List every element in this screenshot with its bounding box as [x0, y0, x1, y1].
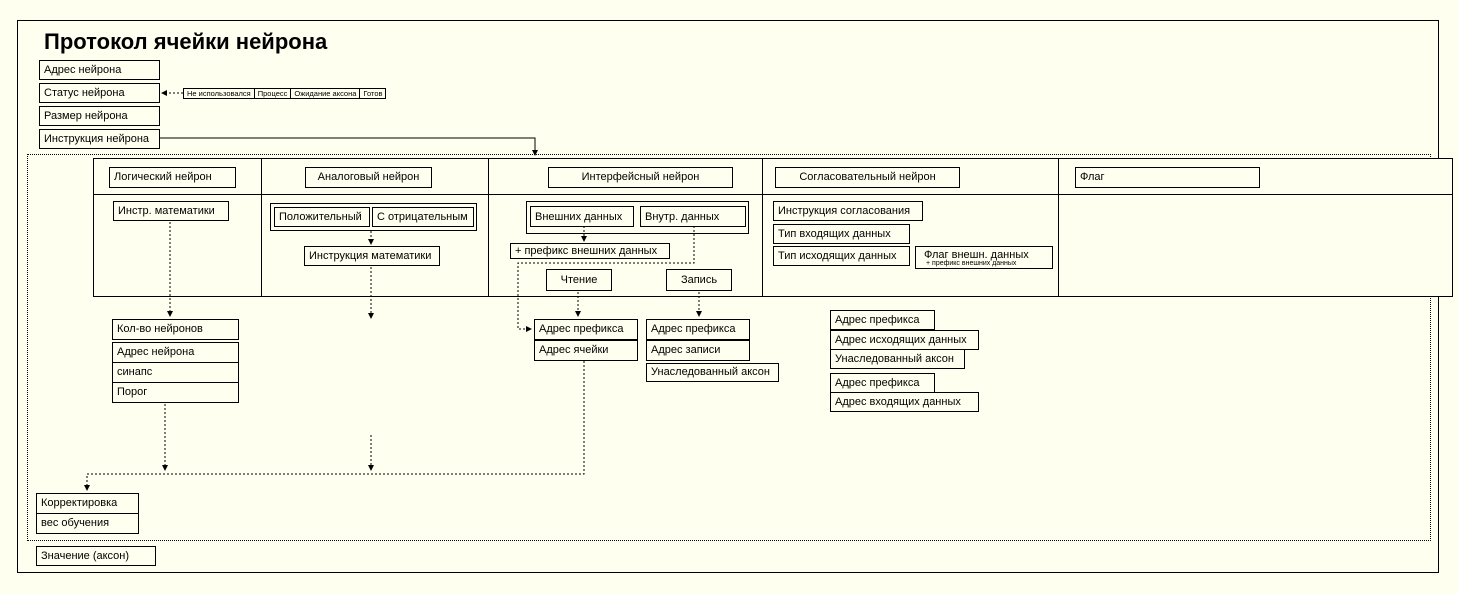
matching-input-type: Тип входящих данных	[773, 224, 910, 244]
matching-out-inherited-axon: Унаследованный аксон	[830, 349, 965, 369]
type-analog: Аналоговый нейрон	[305, 167, 432, 188]
column-divider	[1058, 158, 1059, 296]
instruction-region	[27, 154, 1431, 541]
status-ready: Готов	[363, 89, 383, 98]
column-divider	[488, 158, 489, 296]
logical-neuron-count: Кол-во нейронов	[112, 319, 239, 340]
column-divider	[261, 158, 262, 296]
field-neuron-size: Размер нейрона	[39, 106, 160, 126]
write-record-address: Адрес записи	[646, 340, 750, 361]
field-neuron-address: Адрес нейрона	[39, 60, 160, 80]
analog-negative: С отрицательным	[372, 207, 474, 227]
analog-sign-group: Положительный С отрицательным	[270, 203, 477, 231]
status-unused: Не использовался	[184, 89, 255, 98]
field-neuron-status: Статус нейрона	[39, 83, 160, 103]
logical-threshold: Порог	[112, 382, 239, 403]
interface-read: Чтение	[546, 269, 612, 291]
matching-instruction: Инструкция согласования	[773, 201, 923, 221]
column-divider	[762, 158, 763, 296]
interface-data-group: Внешних данных Внутр. данных	[526, 201, 749, 234]
write-inherited-axon: Унаследованный аксон	[646, 363, 779, 382]
logical-math-instruction: Инстр. математики	[113, 201, 229, 221]
interface-internal-data: Внутр. данных	[640, 206, 746, 227]
type-matching: Согласовательный нейрон	[775, 167, 960, 188]
interface-external-prefix: + префикс внешних данных	[510, 243, 670, 259]
read-cell-address: Адрес ячейки	[534, 340, 638, 361]
analog-math-instruction: Инструкция математики	[304, 246, 440, 266]
matching-out-prefix-address: Адрес префикса	[830, 310, 935, 330]
axon-value: Значение (аксон)	[36, 546, 156, 566]
interface-external-data: Внешних данных	[530, 206, 634, 227]
matching-output-type: Тип исходящих данных	[773, 246, 910, 266]
field-neuron-instruction: Инструкция нейрона	[39, 129, 160, 149]
status-process: Процесс	[255, 89, 292, 98]
types-header-divider	[93, 194, 1453, 195]
status-waiting: Ожидание аксона	[291, 89, 361, 98]
type-flag: Флаг	[1075, 167, 1260, 188]
learning-weight: вес обучения	[36, 513, 139, 534]
matching-external-flag: Флаг внешн. данных + префикс внешних дан…	[915, 246, 1053, 269]
page-title: Протокол ячейки нейрона	[44, 29, 328, 54]
matching-external-flag-label: Флаг внешн. данных	[924, 249, 1029, 261]
type-logical: Логический нейрон	[109, 167, 236, 188]
interface-write: Запись	[666, 269, 732, 291]
analog-positive: Положительный	[274, 207, 370, 227]
status-values: Не использовался Процесс Ожидание аксона…	[183, 88, 387, 99]
type-interface: Интерфейсный нейрон	[548, 167, 733, 188]
matching-in-data-address: Адрес входящих данных	[830, 392, 979, 412]
write-prefix-address: Адрес префикса	[646, 319, 750, 340]
matching-external-flag-prefix: + префикс внешних данных	[926, 260, 1017, 267]
read-prefix-address: Адрес префикса	[534, 319, 638, 340]
